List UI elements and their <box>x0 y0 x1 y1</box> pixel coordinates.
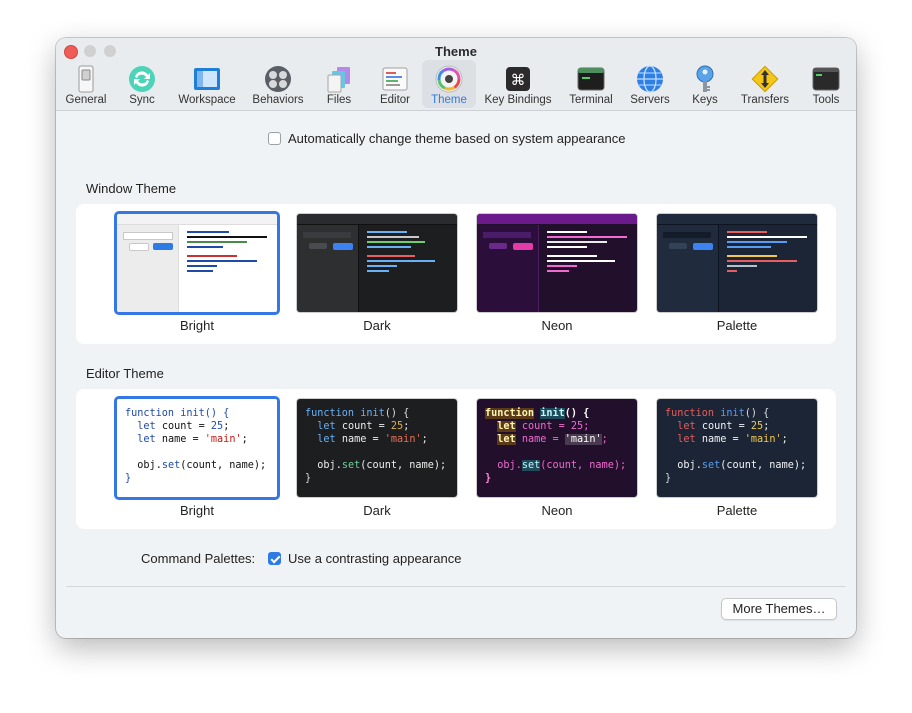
general-switch-icon <box>71 64 101 94</box>
toolbar-label: Files <box>326 94 352 106</box>
theme-color-wheel-icon <box>434 64 464 94</box>
toolbar-label: Editor <box>379 94 411 106</box>
contrasting-appearance-label: Use a contrasting appearance <box>288 551 462 566</box>
toolbar-label: Tools <box>812 94 840 106</box>
toolbar-item-files[interactable]: Files <box>316 60 362 108</box>
toolbar-item-key-bindings[interactable]: ⌘ Key Bindings <box>482 60 554 108</box>
command-key-icon: ⌘ <box>503 64 533 94</box>
editor-theme-dark[interactable]: function init() { let count = 25; let na… <box>295 397 459 499</box>
minimize-window-button[interactable] <box>84 45 96 57</box>
files-icon <box>324 64 354 94</box>
titlebar: Theme General Sync Workspace <box>56 38 856 111</box>
editor-theme-dark-preview: function init() { let count = 25; let na… <box>297 399 457 497</box>
toolbar-item-keys[interactable]: Keys <box>684 60 726 108</box>
transfers-icon <box>750 64 780 94</box>
zoom-window-button[interactable] <box>104 45 116 57</box>
toolbar-label: Key Bindings <box>484 94 552 106</box>
window-theme-neon-label: Neon <box>541 318 573 333</box>
toolbar-label: Behaviors <box>252 94 304 106</box>
editor-theme-neon[interactable]: function init() { let count = 25; let na… <box>475 397 639 499</box>
code-sample: function init() { let count = 25; let na… <box>305 408 447 484</box>
sync-icon <box>127 64 157 94</box>
editor-theme-bright-label: Bright <box>180 503 214 518</box>
toolbar-item-terminal[interactable]: Terminal <box>564 60 618 108</box>
toolbar-item-workspace[interactable]: Workspace <box>174 60 240 108</box>
editor-theme-dark-label: Dark <box>363 503 391 518</box>
window-theme-panel: Bright Dark <box>76 204 836 344</box>
window-theme-palette-label: Palette <box>716 318 758 333</box>
preferences-window: Theme General Sync Workspace <box>56 38 856 638</box>
toolbar-item-sync[interactable]: Sync <box>118 60 166 108</box>
editor-icon <box>380 64 410 94</box>
editor-theme-neon-preview: function init() { let count = 25; let na… <box>477 399 637 497</box>
window-theme-bright-preview <box>117 214 277 312</box>
more-themes-button[interactable]: More Themes… <box>721 598 837 620</box>
editor-theme-panel: function init() { let count = 25; let na… <box>76 389 836 529</box>
window-theme-dark[interactable] <box>295 212 459 314</box>
toolbar-label: Sync <box>129 94 155 106</box>
divider <box>66 586 846 587</box>
terminal-icon <box>576 64 606 94</box>
window-theme-bright[interactable] <box>114 211 280 315</box>
command-palettes-title: Command Palettes: <box>141 551 256 566</box>
window-theme-dark-label: Dark <box>363 318 391 333</box>
window-title: Theme <box>435 44 477 59</box>
toolbar-item-editor[interactable]: Editor <box>370 60 420 108</box>
window-theme-title: Window Theme <box>86 181 177 196</box>
window-theme-neon-preview <box>477 214 637 312</box>
toolbar-item-transfers[interactable]: Transfers <box>736 60 794 108</box>
editor-theme-bright-preview: function init() { let count = 25; let na… <box>117 399 277 497</box>
contrasting-appearance-checkbox[interactable] <box>268 552 281 565</box>
toolbar-label: Workspace <box>178 94 236 106</box>
close-window-button[interactable] <box>64 45 78 59</box>
tools-icon <box>811 64 841 94</box>
behaviors-gears-icon <box>263 64 293 94</box>
editor-theme-neon-label: Neon <box>541 503 573 518</box>
window-theme-neon[interactable] <box>475 212 639 314</box>
editor-theme-palette-preview: function init() { let count = 25; let na… <box>657 399 817 497</box>
servers-globe-icon <box>635 64 665 94</box>
window-theme-palette-preview <box>657 214 817 312</box>
editor-theme-palette-label: Palette <box>716 503 758 518</box>
toolbar-label: General <box>65 94 107 106</box>
theme-pane: Automatically change theme based on syst… <box>56 111 856 638</box>
toolbar-label: Keys <box>692 94 718 106</box>
toolbar-label: Terminal <box>569 94 613 106</box>
toolbar-item-behaviors[interactable]: Behaviors <box>248 60 308 108</box>
editor-theme-bright[interactable]: function init() { let count = 25; let na… <box>114 396 280 500</box>
toolbar-item-tools[interactable]: Tools <box>802 60 850 108</box>
code-sample: function init() { let count = 25; let na… <box>485 408 627 484</box>
toolbar-label: Theme <box>431 94 467 106</box>
auto-theme-label: Automatically change theme based on syst… <box>288 131 626 146</box>
window-theme-dark-preview <box>297 214 457 312</box>
editor-theme-palette[interactable]: function init() { let count = 25; let na… <box>655 397 819 499</box>
workspace-icon <box>192 64 222 94</box>
auto-theme-checkbox[interactable] <box>268 132 281 145</box>
toolbar-item-general[interactable]: General <box>62 60 110 108</box>
toolbar-item-theme[interactable]: Theme <box>422 60 476 108</box>
toolbar-item-servers[interactable]: Servers <box>624 60 676 108</box>
svg-text:⌘: ⌘ <box>511 71 526 89</box>
toolbar-label: Transfers <box>740 94 790 106</box>
toolbar-label: Servers <box>630 94 670 106</box>
code-sample: function init() { let count = 25; let na… <box>125 408 267 484</box>
editor-theme-title: Editor Theme <box>86 366 164 381</box>
code-sample: function init() { let count = 25; let na… <box>665 408 807 484</box>
window-theme-bright-label: Bright <box>180 318 214 333</box>
window-theme-palette[interactable] <box>655 212 819 314</box>
key-icon <box>690 64 720 94</box>
